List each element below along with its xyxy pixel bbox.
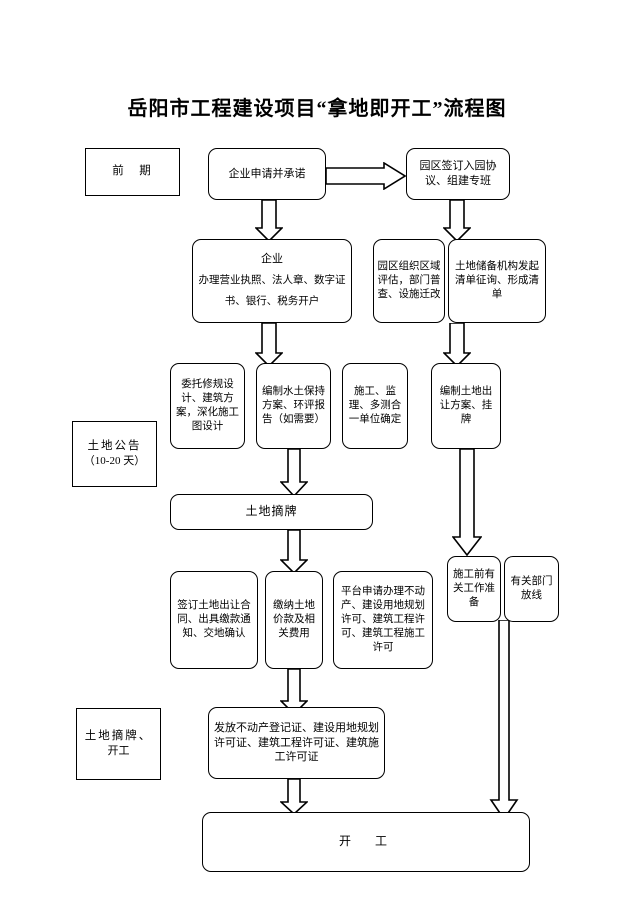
node-land-reserve-text: 土地储备机构发起清单征询、形成清单 xyxy=(455,261,539,300)
arrow-issue-certs-down xyxy=(280,779,308,815)
node-soil-water[interactable]: 编制水土保持方案、环评报告（如需要） xyxy=(256,363,331,449)
node-park-evaluation-text: 园区组织区域评估，部门普查、设施迁改 xyxy=(377,261,441,300)
node-platform-text: 平台申请办理不动产、建设用地规划许可、建筑工程许可、建筑工程施工许可 xyxy=(341,586,425,653)
node-design-text: 委托修规设计、建筑方案，深化施工图设计 xyxy=(176,379,239,432)
node-contract-text: 签订土地出让合同、出具缴款通知、交地确认 xyxy=(177,600,251,639)
arrow-land-reserve-down xyxy=(443,323,471,367)
arrow-enterprise-down xyxy=(255,323,283,367)
stage-label-early-text: 前 期 xyxy=(112,165,153,178)
node-land-auction-text: 土地摘牌 xyxy=(245,504,298,519)
stage-label-early: 前 期 xyxy=(85,148,180,196)
stage-label-bid-start-text: 土地摘牌、 xyxy=(84,730,153,743)
node-soil-water-text: 编制水土保持方案、环评报告（如需要） xyxy=(262,386,325,425)
node-setting-out-text: 有关部门放线 xyxy=(510,576,553,601)
node-design[interactable]: 委托修规设计、建筑方案，深化施工图设计 xyxy=(170,363,245,449)
arrow-soil-water-down xyxy=(280,449,308,497)
node-platform[interactable]: 平台申请办理不动产、建设用地规划许可、建筑工程许可、建筑工程施工许可 xyxy=(333,571,433,669)
node-start-work-text: 开 工 xyxy=(338,834,393,849)
node-park-evaluation[interactable]: 园区组织区域评估，部门普查、设施迁改 xyxy=(373,239,445,323)
node-transfer-plan[interactable]: 编制土地出让方案、挂牌 xyxy=(431,363,501,449)
node-issue-certs[interactable]: 发放不动产登记证、建设用地规划许可证、建筑工程许可证、建筑施工许可证 xyxy=(208,707,385,779)
node-issue-certs-text: 发放不动产登记证、建设用地规划许可证、建筑工程许可证、建筑施工许可证 xyxy=(214,722,379,764)
node-pre-construction[interactable]: 施工前有关工作准备 xyxy=(447,556,501,622)
stage-label-land-notice: 土地公告 （10-20 天） xyxy=(72,421,157,487)
node-pre-construction-text: 施工前有关工作准备 xyxy=(453,569,495,608)
node-setting-out[interactable]: 有关部门放线 xyxy=(504,556,559,622)
node-payment-text: 缴纳土地价款及相关费用 xyxy=(273,600,315,639)
node-apply[interactable]: 企业申请并承诺 xyxy=(208,148,326,200)
node-apply-text: 企业申请并承诺 xyxy=(228,167,306,180)
node-units[interactable]: 施工、监理、多测合一单位确定 xyxy=(342,363,408,449)
node-enterprise[interactable]: 企业 办理营业执照、法人章、数字证书、银行、税务开户 xyxy=(192,239,352,323)
node-park-agreement[interactable]: 园区签订入园协议、组建专班 xyxy=(406,148,510,200)
node-enterprise-body: 办理营业执照、法人章、数字证书、银行、税务开户 xyxy=(198,274,346,307)
arrow-land-auction-down xyxy=(280,530,308,574)
stage-label-land-notice-sub: （10-20 天） xyxy=(83,455,146,468)
node-contract[interactable]: 签订土地出让合同、出具缴款通知、交地确认 xyxy=(170,571,258,669)
stage-label-bid-start-sub: 开工 xyxy=(107,745,130,758)
node-payment[interactable]: 缴纳土地价款及相关费用 xyxy=(265,571,323,669)
arrow-apply-down xyxy=(255,200,283,242)
stage-label-land-notice-text: 土地公告 xyxy=(87,440,142,453)
stage-label-bid-start: 土地摘牌、 开工 xyxy=(76,708,161,780)
page-title: 岳阳市工程建设项目“拿地即开工”流程图 xyxy=(127,98,507,120)
node-units-text: 施工、监理、多测合一单位确定 xyxy=(348,386,402,425)
node-land-auction[interactable]: 土地摘牌 xyxy=(170,494,373,530)
node-land-reserve[interactable]: 土地储备机构发起清单征询、形成清单 xyxy=(448,239,546,323)
arrow-pre-construction-to-start xyxy=(489,620,519,820)
node-start-work[interactable]: 开 工 xyxy=(202,812,530,872)
node-park-agreement-text: 园区签订入园协议、组建专班 xyxy=(419,160,497,187)
arrow-transfer-plan-down xyxy=(452,449,482,556)
arrow-park-down xyxy=(443,200,471,242)
node-transfer-plan-text: 编制土地出让方案、挂牌 xyxy=(439,386,493,425)
arrow-apply-to-park xyxy=(326,162,406,190)
node-enterprise-title: 企业 xyxy=(261,253,283,266)
